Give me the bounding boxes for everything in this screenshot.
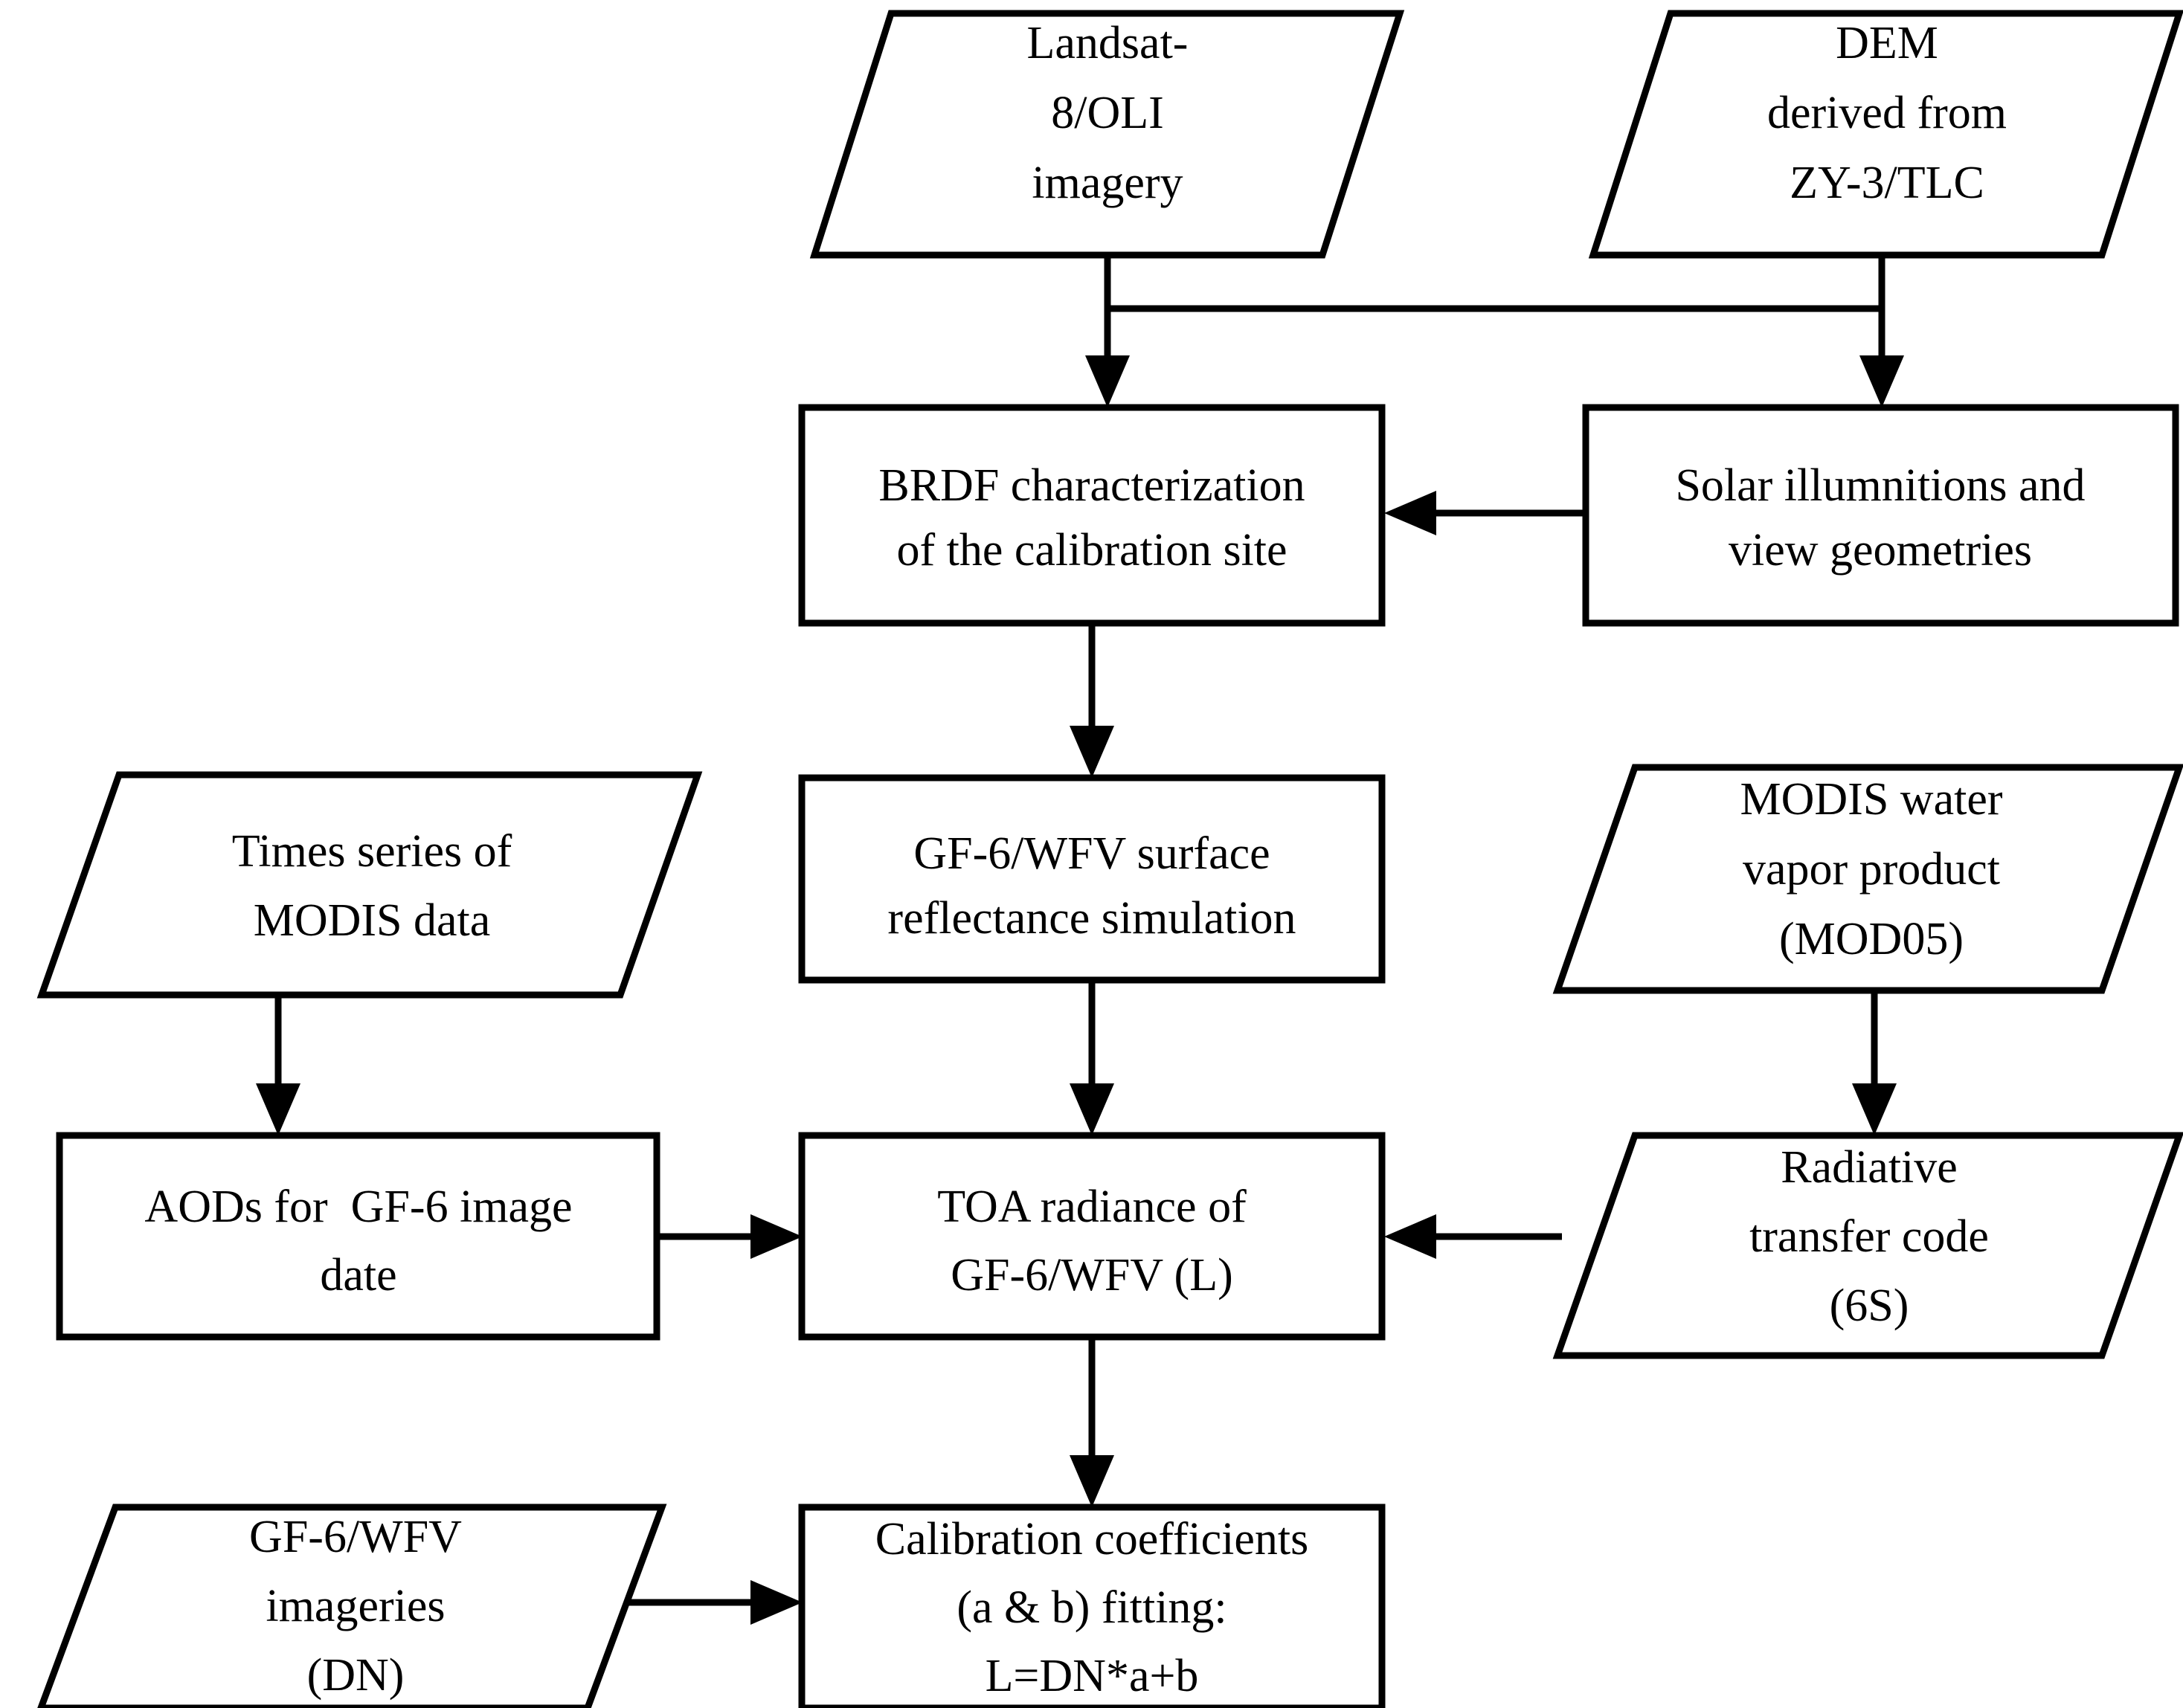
solar-rectangle[interactable] <box>1582 404 2179 627</box>
solar-line-2: view geometries <box>1729 525 2032 576</box>
calibration-line-2: (a & b) fitting: <box>957 1582 1226 1633</box>
dem-parallelogram[interactable] <box>1588 10 2183 259</box>
node-brdf-characterization[interactable]: BRDF characterization of the calibration… <box>798 404 1386 627</box>
toa-rectangle[interactable] <box>798 1132 1386 1341</box>
aods-line-2: date <box>320 1250 396 1301</box>
node-gf6-wfv-surface-reflectance-simulation[interactable]: GF-6/WFV surface reflectance simulation <box>798 774 1386 984</box>
arrowhead-modis-to-aods <box>256 1083 300 1135</box>
dem-line-3: ZY-3/TLC <box>1790 158 1984 208</box>
node-toa-radiance-gf6-wfv[interactable]: TOA radiance of GF-6/WFV (L) <box>798 1132 1386 1341</box>
rtc-line-3: (6S) <box>1830 1280 1909 1331</box>
shape-layer: Landsat- 8/OLI imagery DEM derived from … <box>36 10 2183 1708</box>
rtc-line-1: Radiative <box>1781 1142 1958 1193</box>
node-modis-water-vapor-product[interactable]: MODIS water vapor product (MOD05) <box>1552 764 2183 994</box>
water-vapor-line-2: vapor product <box>1743 844 2000 895</box>
arrowhead-surface-to-toa <box>1070 1083 1114 1135</box>
node-gf6-wfv-imageries-dn[interactable]: GF-6/WFV imageries (DN) <box>37 1504 667 1708</box>
aods-line-1: AODs for GF-6 image <box>144 1182 572 1232</box>
landsat-parallelogram[interactable] <box>809 10 1405 259</box>
dem-line-2: derived from <box>1767 88 2007 138</box>
modis-times-line-2: MODIS data <box>254 895 491 946</box>
landsat-line-1: Landsat- <box>1027 18 1189 68</box>
toa-line-2: GF-6/WFV (L) <box>951 1250 1232 1301</box>
dem-line-1: DEM <box>1836 18 1938 68</box>
node-aods-for-gf6-image-date[interactable]: AODs for GF-6 image date <box>56 1132 660 1341</box>
water-vapor-parallelogram[interactable] <box>1552 764 2183 994</box>
node-dem-derived-from-zy3-tlc[interactable]: DEM derived from ZY-3/TLC <box>1588 10 2183 259</box>
calibration-line-1: Calibration coefficients <box>875 1514 1309 1564</box>
imageries-dn-line-1: GF-6/WFV <box>249 1512 462 1562</box>
toa-line-1: TOA radiance of <box>937 1182 1247 1232</box>
surface-refl-line-2: reflectance simulation <box>887 893 1296 944</box>
landsat-line-3: imagery <box>1032 158 1183 208</box>
arrowhead-dem-to-solar <box>1859 355 1904 407</box>
arrowhead-imageries-to-calibration <box>750 1580 803 1625</box>
brdf-line-1: BRDF characterization <box>878 460 1305 511</box>
surface-refl-rectangle[interactable] <box>798 774 1386 984</box>
node-landsat-8-oli-imagery[interactable]: Landsat- 8/OLI imagery <box>809 10 1405 259</box>
connector-layer <box>256 255 1904 1625</box>
rtc-parallelogram[interactable] <box>1552 1132 2183 1359</box>
water-vapor-line-1: MODIS water <box>1740 774 2003 825</box>
surface-refl-line-1: GF-6/WFV surface <box>913 828 1270 879</box>
arrowhead-toa-to-calibration <box>1070 1455 1114 1507</box>
imageries-dn-line-2: imageries <box>266 1581 445 1631</box>
node-times-series-of-modis-data[interactable]: Times series of MODIS data <box>36 771 703 999</box>
imageries-dn-parallelogram[interactable] <box>37 1504 667 1708</box>
arrowhead-vapor-to-rtc <box>1852 1083 1897 1135</box>
brdf-line-2: of the calibration site <box>896 525 1287 576</box>
water-vapor-line-3: (MOD05) <box>1779 914 1964 964</box>
modis-times-parallelogram[interactable] <box>36 771 703 999</box>
solar-line-1: Solar illumnitions and <box>1675 460 2085 511</box>
landsat-line-2: 8/OLI <box>1051 88 1164 138</box>
node-calibration-coefficients-fitting[interactable]: Calibration coefficients (a & b) fitting… <box>798 1504 1386 1708</box>
rtc-line-2: transfer code <box>1749 1211 1989 1262</box>
calibration-rectangle[interactable] <box>798 1504 1386 1708</box>
node-solar-illuminations-view-geometries[interactable]: Solar illumnitions and view geometries <box>1582 404 2179 627</box>
calibration-line-3: L=DN*a+b <box>986 1651 1199 1701</box>
imageries-dn-line-3: (DN) <box>307 1650 405 1701</box>
arrowhead-rtc-to-toa <box>1384 1214 1436 1259</box>
arrowhead-landsat-to-brdf <box>1085 355 1130 407</box>
arrowhead-brdf-to-surface <box>1070 726 1114 778</box>
aods-rectangle[interactable] <box>56 1132 660 1341</box>
modis-times-line-1: Times series of <box>232 826 512 877</box>
arrowhead-solar-to-brdf <box>1384 491 1436 535</box>
brdf-rectangle[interactable] <box>798 404 1386 627</box>
node-radiative-transfer-code-6s[interactable]: Radiative transfer code (6S) <box>1552 1132 2183 1359</box>
arrowhead-aods-to-toa <box>750 1214 803 1259</box>
